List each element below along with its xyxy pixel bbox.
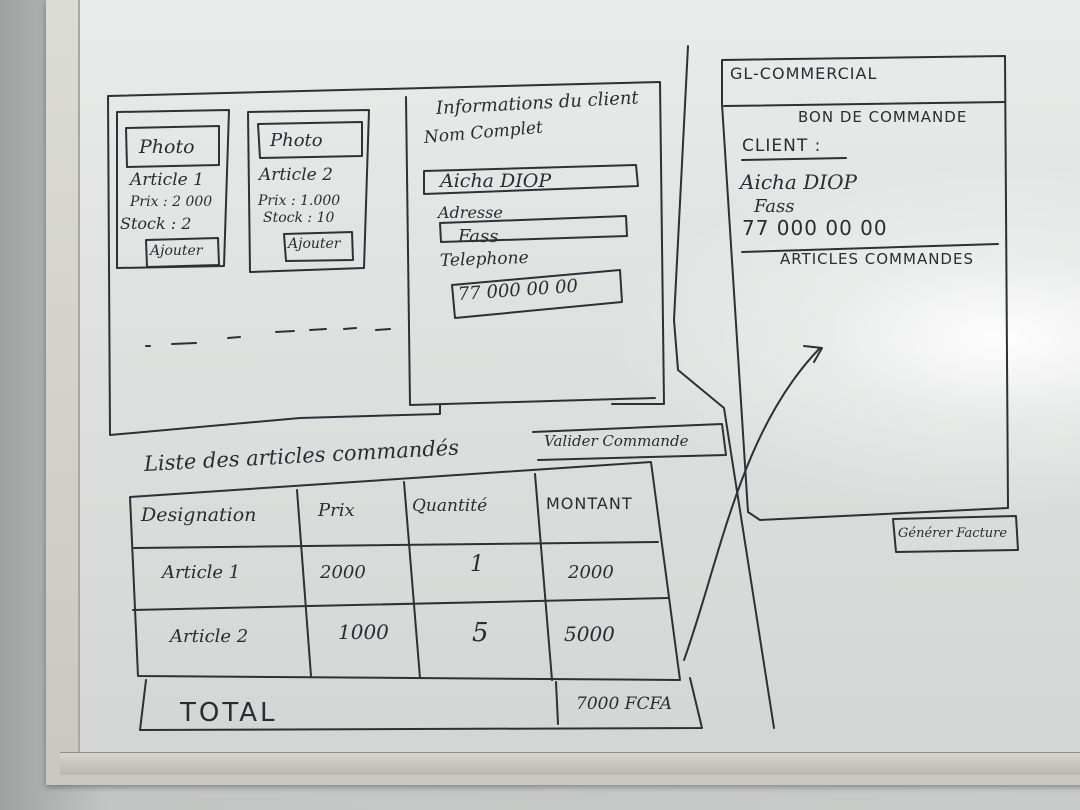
phone-input-box <box>451 269 623 319</box>
orders-table-col1 <box>296 489 312 677</box>
client-phone: 77 000 00 00 <box>742 216 888 240</box>
product-card-2-button-box <box>283 231 354 262</box>
orders-table-col2 <box>403 481 421 679</box>
purchase-order-title: BON DE COMMANDE <box>798 108 968 126</box>
total-value: 7000 FCFA <box>576 694 673 714</box>
product-card-1-name: Article 1 <box>130 170 204 190</box>
client-label: CLIENT : <box>742 136 822 156</box>
articles-separator-line <box>741 243 999 253</box>
whiteboard-surface <box>78 0 1080 752</box>
total-row-outline <box>139 677 703 731</box>
left-panel-outline <box>107 81 665 436</box>
phone-label: Telephone <box>439 247 529 271</box>
marker-tray <box>60 752 1080 775</box>
client-address: Fass <box>754 196 795 217</box>
product-card-2-add-button[interactable]: Ajouter <box>288 236 341 252</box>
name-field[interactable]: Aicha DIOP <box>440 170 552 192</box>
product-card-2-photo: Photo <box>270 130 323 151</box>
product-card-1-stock: Stock : 2 <box>120 214 192 233</box>
orders-table-outline <box>129 461 681 681</box>
order-row-2-price: 1000 <box>338 620 389 644</box>
product-card-1-button-box <box>145 237 220 268</box>
orders-table-row-line <box>132 597 669 611</box>
total-label: TOTAL <box>180 698 278 728</box>
address-label: Adresse <box>438 203 503 222</box>
orders-header-montant: MONTANT <box>546 494 633 513</box>
product-card-2-name: Article 2 <box>259 165 333 185</box>
client-panel-divider <box>405 96 656 406</box>
order-row-2-quantity: 5 <box>472 618 489 648</box>
product-card-1-price: Prix : 2 000 <box>130 194 213 210</box>
product-card-2-price: Prix : 1.000 <box>258 193 341 209</box>
orders-header-designation: Designation <box>141 504 257 526</box>
order-row-1-price: 2000 <box>320 562 366 583</box>
page-divider-line <box>673 45 775 729</box>
right-panel-header-line <box>723 101 1006 107</box>
orders-header-quantite: Quantité <box>412 496 488 516</box>
validate-button-box <box>532 423 727 461</box>
order-row-2-amount: 5000 <box>564 622 615 646</box>
more-items-dashes <box>145 327 391 347</box>
order-row-1-quantity: 1 <box>470 552 484 577</box>
orders-table-header-line <box>133 541 659 549</box>
validate-order-button[interactable]: Valider Commande <box>544 432 689 450</box>
order-row-1-designation: Article 1 <box>162 562 241 583</box>
name-input-box <box>423 164 639 195</box>
product-card-1-add-button[interactable]: Ajouter <box>150 243 203 259</box>
client-label-underline <box>741 157 847 161</box>
flow-arrow <box>683 345 823 661</box>
app-title: GL-COMMERCIAL <box>730 64 878 83</box>
product-card-2-stock: Stock : 10 <box>263 210 335 226</box>
address-input-box <box>439 215 628 243</box>
order-row-2-designation: Article 2 <box>170 626 249 647</box>
order-row-1-amount: 2000 <box>568 562 614 583</box>
address-field[interactable]: Fass <box>458 226 499 247</box>
articles-label: ARTICLES COMMANDES <box>780 250 974 268</box>
client-name: Aicha DIOP <box>740 170 857 194</box>
orders-header-prix: Prix <box>318 500 355 521</box>
orders-table-col3 <box>534 473 553 681</box>
total-row-divider <box>555 681 559 725</box>
right-panel-outline <box>721 55 1009 521</box>
product-card-1-outline <box>116 109 230 269</box>
product-card-1-photo: Photo <box>139 136 195 158</box>
product-card-1-photo-box <box>125 125 220 168</box>
generate-invoice-button[interactable]: Générer Facture <box>898 526 1008 541</box>
product-card-2-outline <box>247 109 370 273</box>
product-card-2-photo-box <box>257 121 363 159</box>
invoice-button-box <box>892 515 1019 553</box>
